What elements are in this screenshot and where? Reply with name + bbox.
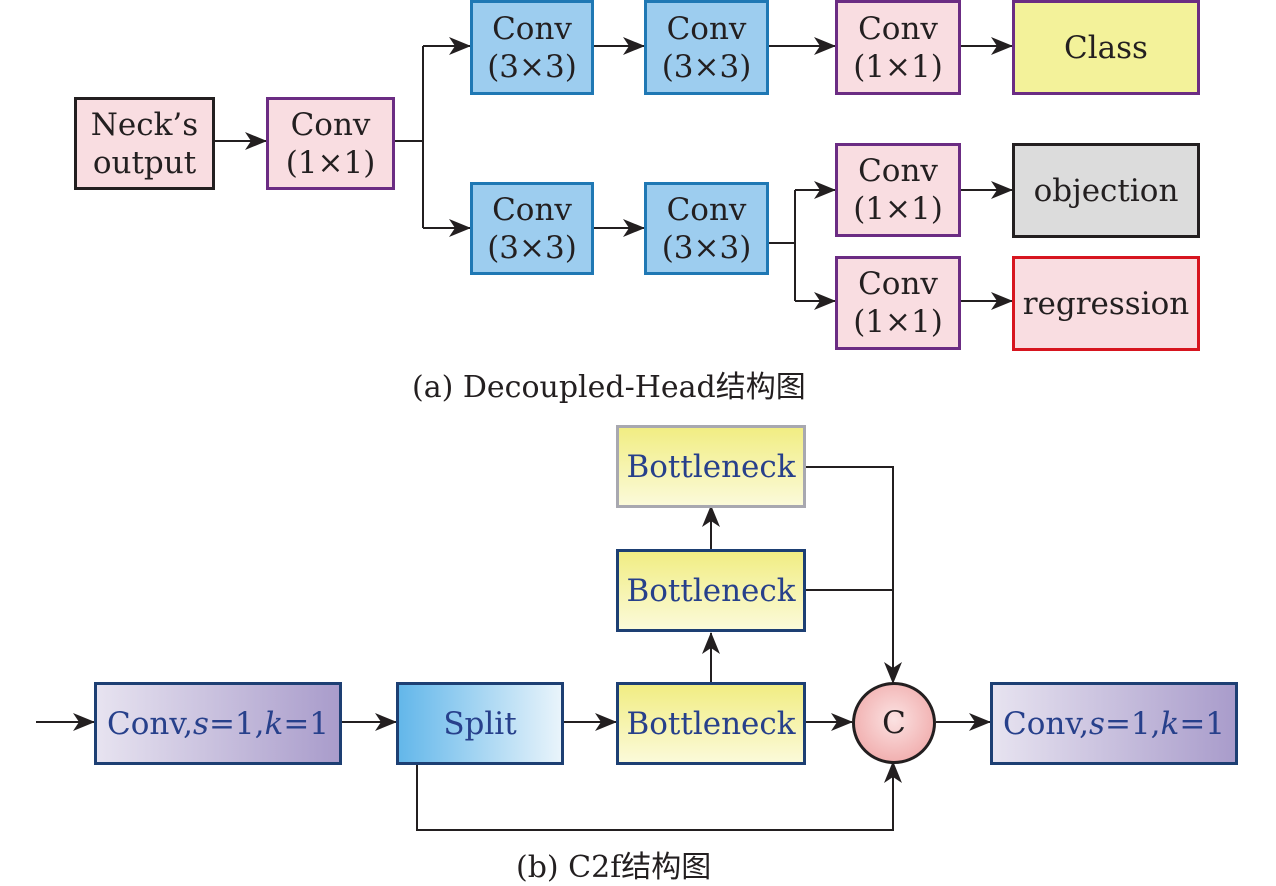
top-conv3x3-b-box: Conv (3×3) [644,0,769,95]
regression-conv1x1-box: Conv (1×1) [835,256,961,350]
kernel-label: (1×1) [853,191,943,227]
caption-a: (a) Decoupled-Head结构图 [412,370,806,405]
conv-label: Conv [666,10,747,47]
kernel-label: (3×3) [487,229,577,266]
conv-output-box: Conv,s=1,k=1 [990,682,1238,765]
k-variable: k [264,705,284,742]
kernel-label: (1×1) [853,304,943,340]
objection-conv1x1-box: Conv (1×1) [835,143,961,237]
split-label: Split [443,705,517,742]
objection-output-box: objection [1012,143,1200,238]
conv-label: Conv [858,153,938,189]
conv-label: Conv [492,191,572,228]
bottom-conv3x3-b-box: Conv (3×3) [644,182,769,275]
neck-output-line1: Neck’s [90,106,199,143]
k-value: =1 [1179,705,1226,742]
neck-output-line2: output [92,144,197,181]
s-variable: s [1089,705,1105,742]
regression-output-box: regression [1012,256,1200,351]
class-output-box: Class [1012,0,1200,95]
s-value: =1, [1104,705,1161,742]
bottleneck-1-box: Bottleneck [616,682,806,765]
conv-input-box: Conv,s=1,k=1 [94,682,342,765]
bottom-conv3x3-a-box: Conv (3×3) [470,182,594,275]
kernel-label: (3×3) [487,48,577,85]
bottleneck-label: Bottleneck [626,705,796,742]
kernel-label: (3×3) [661,229,752,266]
conv-label: Conv [858,10,938,47]
kernel-label: (1×1) [853,48,943,85]
caption-b: (b) C2f结构图 [516,850,712,885]
conv-label: Conv [492,10,572,47]
conv-prefix: Conv, [1002,705,1090,742]
conv-1x1-input-box: Conv (1×1) [266,97,395,190]
conv-label: Conv [666,191,747,228]
concat-label: C [882,705,906,741]
concat-node: C [852,682,936,764]
class-label: Class [1064,29,1148,66]
line-split-skip-to-concat [416,761,902,831]
objection-label: objection [1033,172,1179,209]
branch-split-line [395,46,424,142]
split-box: Split [396,682,564,765]
bottleneck-2-box: Bottleneck [616,549,806,632]
conv-prefix: Conv, [106,705,194,742]
conv-label: Conv [858,266,938,302]
kernel-label: (1×1) [285,144,376,181]
k-value: =1 [283,705,330,742]
bottleneck-label: Bottleneck [626,448,796,485]
bottleneck-3-box: Bottleneck [616,425,806,508]
top-conv1x1-box: Conv (1×1) [835,0,961,95]
line-bottleneck3-to-concat [806,466,902,684]
regression-label: regression [1022,285,1190,322]
s-variable: s [193,705,209,742]
k-variable: k [1160,705,1180,742]
bottleneck-label: Bottleneck [626,572,796,609]
kernel-label: (3×3) [661,48,752,85]
conv-label: Conv [290,106,371,143]
top-conv3x3-a-box: Conv (3×3) [470,0,594,95]
neck-output-box: Neck’s output [74,97,215,190]
s-value: =1, [208,705,265,742]
